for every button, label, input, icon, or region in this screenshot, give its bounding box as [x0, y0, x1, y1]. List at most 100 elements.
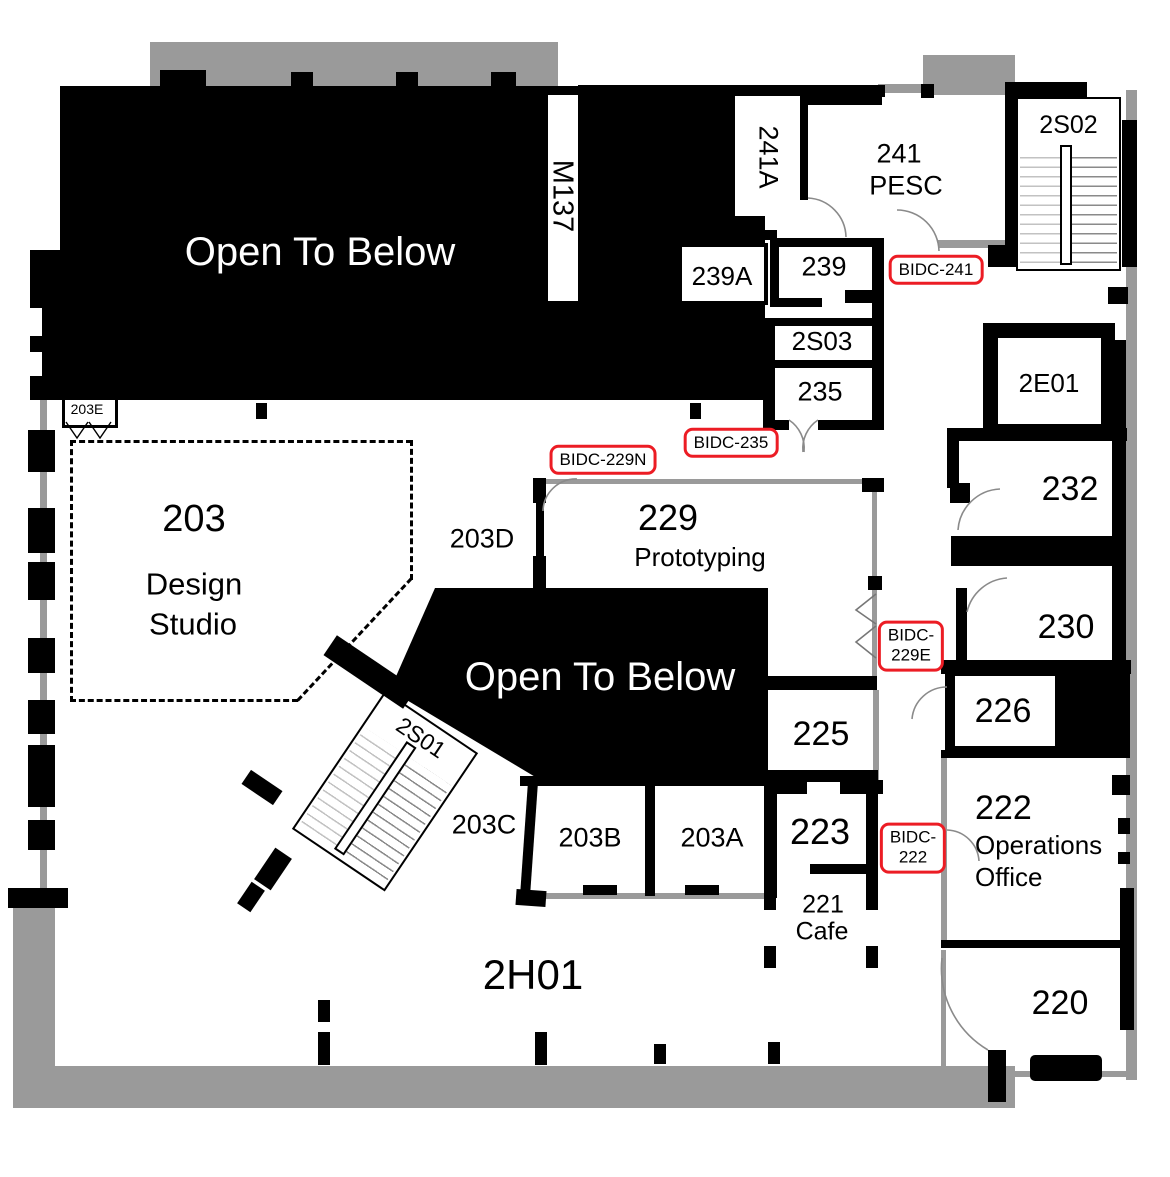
- zone-band-top: [150, 42, 558, 86]
- room-m137: [548, 95, 578, 301]
- room-222-sublabel-2: Office: [975, 862, 1043, 892]
- wall-segment: [8, 888, 68, 908]
- room-241-sublabel: PESC: [869, 170, 943, 201]
- column: [690, 403, 701, 419]
- wall-segment: [866, 874, 878, 910]
- zone-band-bottom: [30, 1066, 1015, 1108]
- wall-segment: [872, 238, 884, 430]
- column: [28, 508, 55, 553]
- wall-segment: [947, 428, 1127, 441]
- room-226-label: 226: [974, 692, 1032, 730]
- wall-segment: [241, 769, 283, 806]
- wall-segment: [770, 95, 882, 105]
- wall-segment: [941, 940, 1126, 948]
- room-241a-label: 241A: [753, 125, 784, 189]
- zone-band-top-right: [923, 55, 1015, 95]
- wall-segment: [921, 84, 934, 98]
- room-223-label: 223: [789, 811, 851, 852]
- stair-treads: [1071, 149, 1117, 266]
- wall-segment: [1118, 852, 1130, 864]
- room-226: [955, 676, 1055, 746]
- column: [28, 562, 55, 600]
- room-241a: [735, 96, 802, 216]
- room-232-label: 232: [1041, 470, 1099, 508]
- room-222-sublabel-1: Operations: [975, 830, 1103, 860]
- dashed-boundary: [410, 440, 413, 580]
- room-203d-label: 203D: [449, 523, 515, 554]
- wall-notch: [30, 352, 42, 376]
- open-to-below-upper-zone: [60, 86, 765, 400]
- wall-segment: [1005, 82, 1087, 98]
- column: [535, 1032, 547, 1065]
- zone-connector: [878, 84, 928, 93]
- wall-line-229-top: [545, 479, 875, 484]
- column: [318, 1032, 330, 1065]
- stair-treads: [1020, 149, 1064, 266]
- tag-bidc-222[interactable]: BIDC- 222: [879, 822, 947, 874]
- wall-segment: [536, 478, 544, 588]
- wall-segment: [868, 576, 882, 590]
- tag-label: 229E: [891, 646, 931, 665]
- wall-segment: [645, 780, 655, 896]
- bench: [1030, 1055, 1102, 1081]
- room-239a-label: 239A: [691, 261, 753, 291]
- tag-bidc-229n[interactable]: BIDC-229N: [549, 444, 657, 476]
- wall-segment: [1005, 82, 1018, 267]
- wall-segment: [763, 318, 881, 326]
- hall-2h01-label: 2H01: [482, 951, 584, 998]
- wall-segment: [947, 428, 959, 488]
- wall-segment: [583, 885, 617, 895]
- wall-segment: [1108, 287, 1128, 304]
- wall-segment: [862, 478, 884, 492]
- room-2e01: [998, 338, 1101, 424]
- wall-segment: [533, 478, 546, 503]
- tag-bidc-241[interactable]: BIDC-241: [888, 254, 984, 286]
- wall-segment: [515, 888, 547, 908]
- room-235-label: 235: [797, 376, 843, 407]
- room-229-sublabel: Prototyping: [634, 542, 766, 572]
- wall-segment: [533, 556, 546, 588]
- wall-segment: [1112, 340, 1126, 702]
- zone-band-right: [1126, 90, 1137, 1080]
- tag-label: BIDC-229N: [559, 449, 647, 469]
- wall-segment: [810, 864, 878, 874]
- room-203b-label: 203B: [558, 822, 622, 853]
- room-203-sublabel-1: Design: [145, 566, 243, 602]
- wall-segment: [818, 420, 881, 430]
- wall-segment: [765, 780, 807, 794]
- wall-segment: [1118, 818, 1130, 834]
- column: [318, 1000, 330, 1022]
- stair-label: 2S02: [1039, 111, 1098, 139]
- tag-label: BIDC-235: [693, 432, 769, 452]
- wall-segment: [770, 298, 822, 307]
- room-239a: [678, 243, 768, 305]
- tag-bidc-229e[interactable]: BIDC- 229E: [877, 620, 945, 672]
- room-220-label: 220: [1031, 984, 1089, 1022]
- wall-segment: [840, 780, 883, 794]
- room-225-label: 225: [792, 715, 850, 753]
- room-2e01-label: 2E01: [1018, 368, 1080, 398]
- column: [28, 820, 55, 850]
- room-221-sublabel: Cafe: [795, 917, 849, 946]
- wall-segment: [956, 588, 967, 663]
- wall-segment: [866, 946, 878, 968]
- room-m137-label: M137: [546, 159, 579, 233]
- column: [768, 1042, 780, 1064]
- dashed-boundary: [70, 440, 73, 702]
- wall-tooth: [291, 72, 313, 88]
- room-203-label: 203: [162, 498, 226, 540]
- column: [28, 745, 55, 807]
- tag-label: BIDC-: [889, 827, 937, 847]
- wall-segment: [763, 360, 881, 368]
- column: [654, 1044, 666, 1064]
- room-203e-label: 203E: [70, 401, 104, 417]
- tag-bidc-235[interactable]: BIDC-235: [683, 427, 779, 459]
- wall-tooth: [396, 72, 418, 88]
- room-203-sublabel-2: Studio: [149, 606, 237, 642]
- wall-segment: [735, 230, 777, 240]
- wall-line-220-left: [941, 950, 946, 1070]
- wall-segment: [1120, 888, 1134, 1030]
- column: [28, 430, 55, 472]
- room-230-label: 230: [1037, 608, 1095, 646]
- wall-segment: [764, 770, 878, 782]
